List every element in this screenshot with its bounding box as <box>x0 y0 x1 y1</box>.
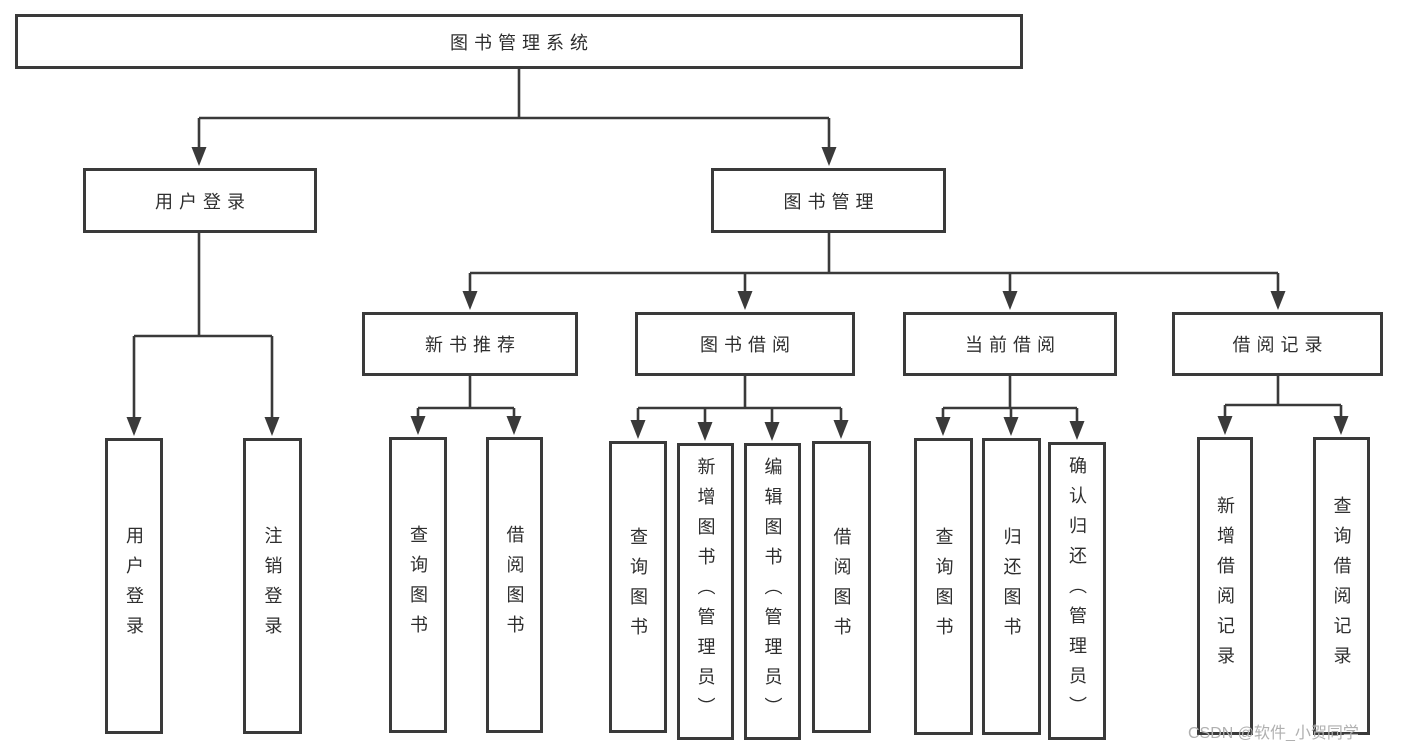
leaf-borrow-book: 借阅图书 <box>812 441 871 733</box>
node-label: 图书管理系统 <box>450 32 594 53</box>
leaf-query-borrow-record: 查询借阅记录 <box>1313 437 1370 735</box>
node-label: 新增借阅记录 <box>1215 496 1235 676</box>
node-label: 确认归还（管理员） <box>1067 456 1087 726</box>
node-label: 新书推荐 <box>425 335 521 355</box>
node-label: 新增图书（管理员） <box>695 456 716 727</box>
leaf-add-book-admin: 新增图书（管理员） <box>677 443 734 740</box>
node-user-login: 用户登录 <box>83 168 317 233</box>
node-label: 查询图书 <box>408 525 428 645</box>
node-label: 归还图书 <box>1001 526 1022 647</box>
leaf-confirm-return-admin: 确认归还（管理员） <box>1048 442 1106 740</box>
node-label: 编辑图书（管理员） <box>762 456 783 727</box>
node-book-borrow: 图书借阅 <box>635 312 855 376</box>
arrowheads <box>126 147 1349 441</box>
leaf-logout: 注销登录 <box>243 438 302 734</box>
node-label: 借阅图书 <box>831 527 852 647</box>
watermark: CSDN @软件_小贺同学 <box>1188 725 1359 742</box>
node-label: 借阅图书 <box>504 525 525 645</box>
leaf-query-book: 查询图书 <box>389 437 447 733</box>
node-label: 借阅记录 <box>1232 335 1329 355</box>
node-label: 用户登录 <box>124 526 144 646</box>
leaf-user-login: 用户登录 <box>105 438 163 734</box>
leaf-borrow-book: 借阅图书 <box>486 437 543 733</box>
node-label: 当前借阅 <box>965 335 1061 355</box>
node-label: 查询借阅记录 <box>1331 496 1352 676</box>
leaf-query-book: 查询图书 <box>914 438 973 735</box>
leaf-return-book: 归还图书 <box>982 438 1041 735</box>
leaf-query-book: 查询图书 <box>609 441 667 733</box>
node-book-management: 图书管理 <box>711 168 946 233</box>
node-library-management-system: 图书管理系统 <box>15 14 1023 69</box>
node-new-book-recommend: 新书推荐 <box>362 312 578 376</box>
node-label: 用户登录 <box>155 191 251 212</box>
node-label: 图书借阅 <box>700 335 796 355</box>
leaf-edit-book-admin: 编辑图书（管理员） <box>744 443 801 740</box>
leaf-add-borrow-record: 新增借阅记录 <box>1197 437 1253 735</box>
node-borrow-record: 借阅记录 <box>1172 312 1383 376</box>
node-label: 查询图书 <box>933 526 954 647</box>
node-current-borrow: 当前借阅 <box>903 312 1117 376</box>
node-label: 图书管理 <box>783 191 880 212</box>
node-label: 注销登录 <box>262 526 283 646</box>
node-label: 查询图书 <box>628 527 648 647</box>
